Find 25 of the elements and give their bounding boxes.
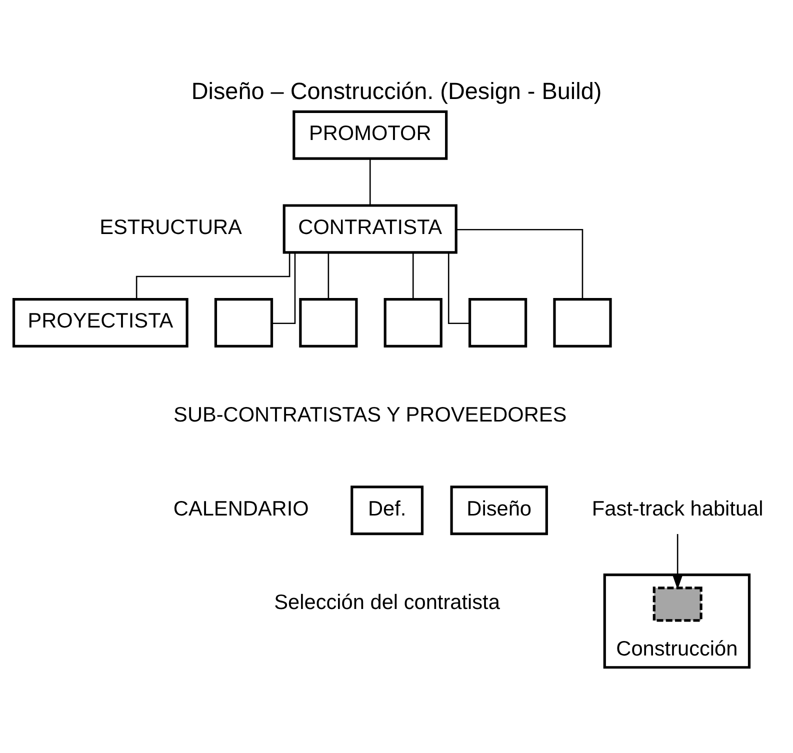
diagram-title: Diseño – Construcción. (Design - Build)	[191, 78, 602, 104]
node-box: PROMOTOR	[292, 110, 448, 160]
label: Selección del contratista	[274, 591, 500, 614]
node-box: Diseño	[450, 486, 548, 536]
node-box: CONTRATISTA	[282, 204, 458, 254]
node-box	[384, 298, 442, 348]
connector	[448, 252, 470, 324]
connector	[136, 252, 290, 300]
node-box	[468, 298, 528, 348]
connector	[412, 252, 414, 299]
node-box: PROYECTISTA	[12, 298, 188, 348]
label: ESTRUCTURA	[100, 216, 242, 239]
arrow	[672, 534, 684, 590]
node-box: Def.	[350, 486, 424, 536]
node-box	[553, 298, 612, 348]
connector	[456, 228, 584, 300]
label: CALENDARIO	[173, 497, 309, 520]
node-text: Fast-track habitual	[592, 497, 764, 520]
node-box	[299, 298, 358, 348]
node-box	[652, 586, 702, 622]
label: SUB-CONTRATISTAS Y PROVEEDORES	[174, 404, 567, 427]
connector	[272, 252, 296, 324]
connector	[328, 252, 330, 299]
connector	[369, 158, 371, 205]
node-box	[214, 298, 274, 348]
